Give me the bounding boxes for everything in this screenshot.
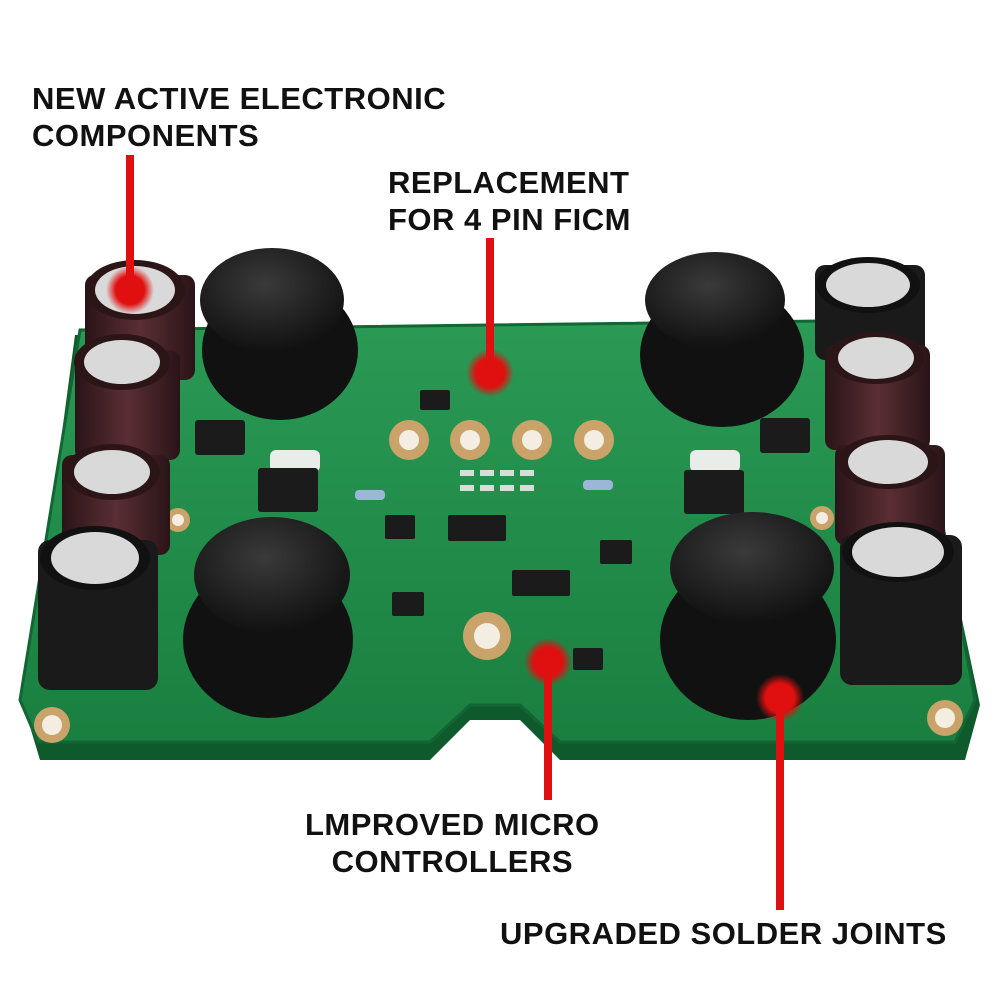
callout-line: NEW ACTIVE ELECTRONIC (32, 81, 447, 116)
inductors (183, 248, 836, 720)
callout-line: COMPONENTS (32, 118, 260, 153)
callout-line: UPGRADED SOLDER JOINTS (500, 916, 947, 951)
smd-components (195, 390, 810, 670)
callout-replacement: REPLACEMENT FOR 4 PIN FICM (388, 164, 631, 238)
mounting-holes (34, 506, 963, 743)
callout-line: CONTROLLERS (331, 844, 574, 879)
callout-line: LMPROVED MICRO (305, 807, 600, 842)
resistors (355, 480, 613, 500)
callout-micro-controllers: LMPROVED MICRO CONTROLLERS (305, 806, 600, 880)
callout-active-components: NEW ACTIVE ELECTRONIC COMPONENTS (32, 80, 446, 154)
electrolytic-capacitors (38, 257, 962, 690)
callout-solder-joints: UPGRADED SOLDER JOINTS (500, 915, 947, 952)
callout-line: FOR 4 PIN FICM (388, 202, 631, 237)
callout-markers (106, 155, 804, 910)
solder-dots (460, 470, 534, 491)
four-pin-connector-pads (389, 420, 614, 460)
callout-line: REPLACEMENT (388, 165, 630, 200)
